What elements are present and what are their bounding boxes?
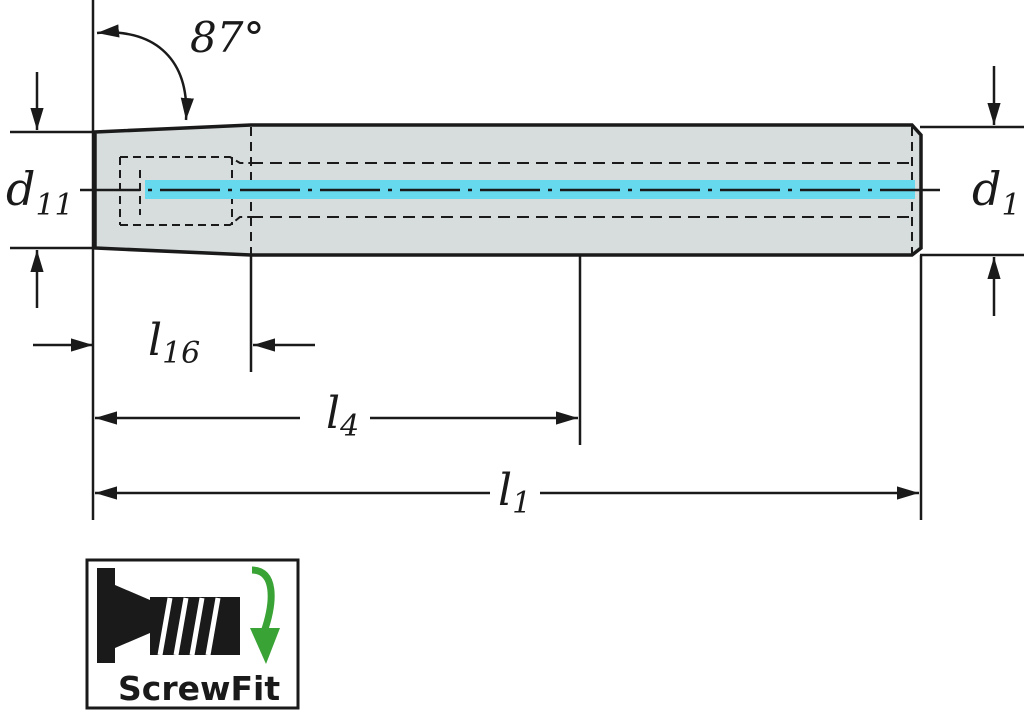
d11-label: d11 — [6, 162, 74, 223]
diameter-extension-lines — [10, 125, 1024, 257]
d1-label: d1 — [972, 162, 1021, 223]
angle-arc — [96, 24, 194, 121]
l4-label: l4 — [326, 388, 359, 444]
screw-thread-icon — [97, 568, 240, 663]
angle-label: 87° — [190, 13, 264, 62]
extension-lines — [91, 0, 923, 520]
dimension-d1: d1 — [972, 66, 1021, 316]
l1-label: l1 — [498, 465, 531, 521]
l16-label: l16 — [148, 315, 200, 371]
tool-body — [80, 123, 948, 257]
screwfit-logo: ScrewFit — [85, 558, 300, 710]
dimension-d11: d11 — [6, 72, 74, 308]
dimension-l16: l16 — [33, 315, 315, 371]
curved-arrow-icon — [250, 566, 280, 664]
dimension-l4: l4 — [95, 388, 578, 444]
angle-annotation: 87° — [96, 13, 264, 121]
logo-label: ScrewFit — [118, 669, 280, 708]
dimension-l1: l1 — [95, 465, 919, 521]
